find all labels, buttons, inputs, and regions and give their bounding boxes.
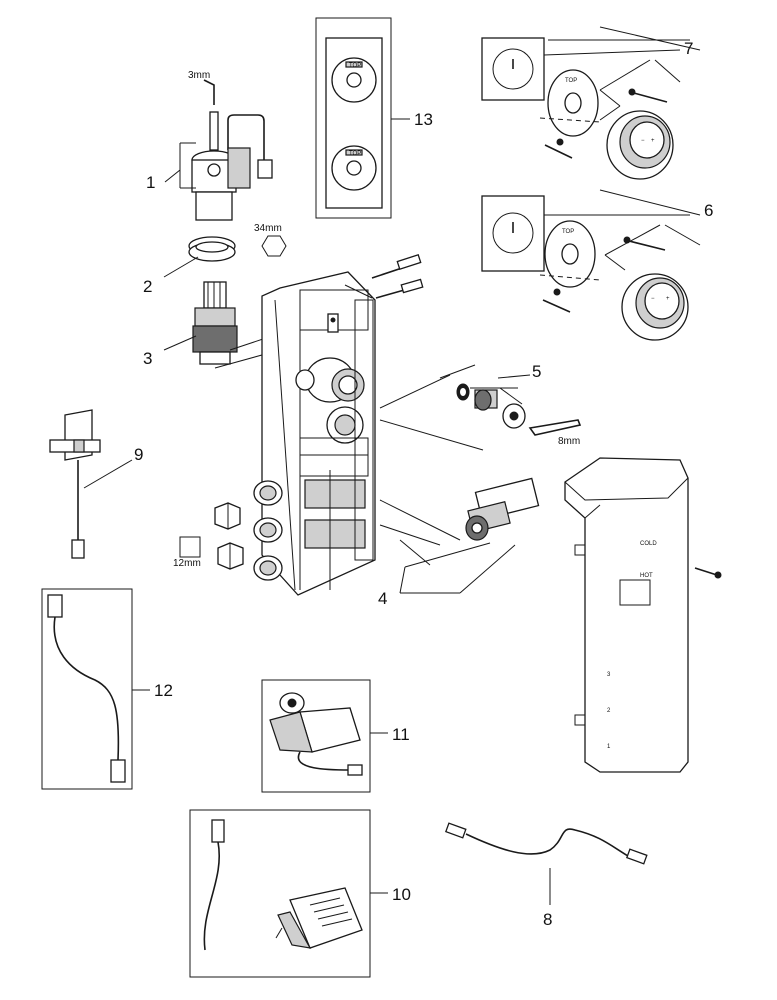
part-2-nut: 34mm 2 — [143, 223, 287, 296]
cover-cold-label: COLD — [640, 541, 657, 547]
part-9-sensor-module: 9 — [49, 409, 143, 559]
cover-outlet-1: 1 — [607, 744, 611, 750]
part-1-thermostat-motor-unit: 3mm 1 — [146, 70, 273, 221]
callout-6: 6 — [704, 201, 713, 220]
callout-4: 4 — [378, 589, 387, 608]
concealed-body — [253, 253, 424, 596]
body-inlet-fittings — [253, 480, 283, 581]
part-13-double-wall-plate: TOP TOP 13 — [315, 17, 433, 219]
cover-screw — [694, 567, 722, 579]
svg-text:−: − — [651, 296, 655, 302]
hex-key-3mm: 3mm — [188, 70, 215, 105]
part-7-top-mark: TOP — [565, 78, 577, 84]
callout-10: 10 — [392, 885, 411, 904]
part-13-upper-rosette: TOP — [331, 57, 377, 103]
part-12-extension-cable: 12 — [41, 588, 173, 790]
callout-5: 5 — [532, 362, 541, 381]
blanking-plugs: 12mm — [173, 502, 244, 570]
square-key-12mm-label: 12mm — [173, 558, 201, 569]
cover-panel: COLD HOT 3 2 1 — [564, 457, 722, 773]
part-7-control-knob-set: TOP − + 7 — [481, 26, 701, 180]
svg-text:+: + — [651, 138, 655, 144]
hex-key-8mm-label: 8mm — [558, 436, 580, 447]
plug-upper — [214, 502, 241, 530]
part-4-diverter-cartridge: 4 — [378, 477, 540, 608]
callout-12: 12 — [154, 681, 173, 700]
cover-outlet-3: 3 — [607, 672, 611, 678]
part-13-frame — [315, 17, 392, 219]
part-6-top-mark: TOP — [562, 229, 574, 235]
svg-text:+: + — [666, 296, 670, 302]
callout-1: 1 — [146, 173, 155, 192]
part-7-rosette: TOP — [547, 69, 599, 137]
hex-socket-34mm: 34mm — [254, 223, 287, 257]
part-6-screw-lower — [542, 288, 571, 313]
callout-7: 7 — [684, 39, 693, 58]
part-3-cartridge: 3 — [143, 281, 238, 368]
plug-lower — [217, 542, 244, 570]
part-10-power-adapter: 10 — [189, 809, 411, 978]
svg-text:−: − — [641, 138, 645, 144]
part-5-valve — [474, 389, 498, 411]
part-5-seal — [456, 383, 470, 401]
part-6-knob: − + — [621, 273, 689, 341]
part-8-connection-cable: 8 — [444, 822, 648, 929]
body-cable-connectors — [371, 253, 424, 299]
part-6-wall-plate — [481, 195, 545, 272]
square-key-12mm: 12mm — [173, 536, 201, 569]
part-7-knob: − + — [606, 110, 674, 180]
part-6-screw-upper — [623, 236, 666, 251]
part-11-frame — [261, 679, 371, 793]
cover-hot-label: HOT — [640, 573, 653, 579]
hex-key-8mm: 8mm — [528, 419, 582, 447]
cover-outlet-2: 2 — [607, 708, 611, 714]
part-7-screw-upper — [628, 88, 668, 103]
part-5-valve-set: 8mm 5 — [379, 362, 582, 451]
part-6-control-knob-set: TOP − + 6 — [481, 189, 713, 341]
callout-2: 2 — [143, 277, 152, 296]
callout-9: 9 — [134, 445, 143, 464]
part-13-top-mark-lower: TOP — [349, 151, 361, 157]
hex-socket-34mm-label: 34mm — [254, 223, 282, 234]
part-11-solenoid-unit: 11 — [261, 679, 410, 793]
part-13-lower-rosette: TOP — [331, 145, 377, 191]
body-upper-port — [295, 357, 365, 403]
part-5-disc — [502, 403, 526, 429]
part-6-rosette: TOP — [544, 220, 596, 288]
callout-8: 8 — [543, 910, 552, 929]
hex-key-3mm-label: 3mm — [188, 70, 210, 81]
callout-3: 3 — [143, 349, 152, 368]
callout-13: 13 — [414, 110, 433, 129]
part-12-frame — [41, 588, 133, 790]
part-7-screw-lower — [544, 138, 573, 159]
part-13-top-mark-upper: TOP — [349, 63, 361, 69]
callout-11: 11 — [392, 725, 410, 744]
